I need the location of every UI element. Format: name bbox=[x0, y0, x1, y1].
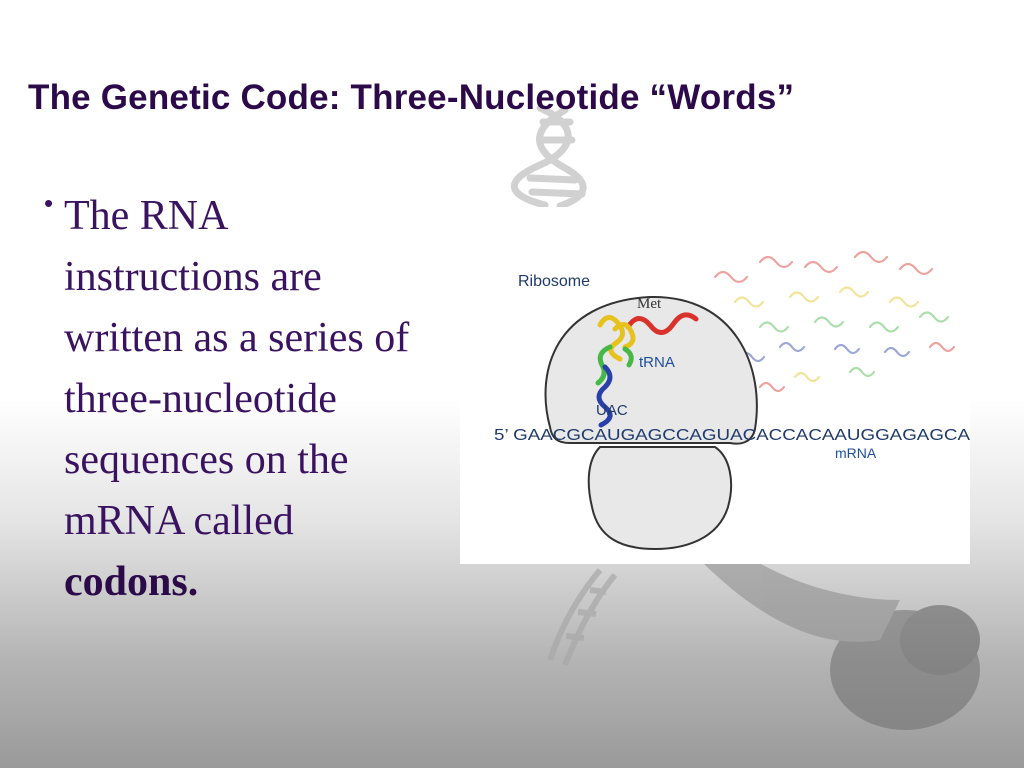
free-trna-cloud bbox=[713, 250, 956, 393]
ribosome-silhouette-decoration bbox=[700, 545, 980, 730]
dna-helix-decoration bbox=[510, 104, 587, 210]
anticodon-label: UAC bbox=[596, 402, 628, 419]
ribosome-label: Ribosome bbox=[518, 273, 590, 290]
bullet-item: • The RNA instructions are written as a … bbox=[44, 186, 424, 613]
met-label: Met bbox=[637, 296, 662, 312]
ribosome-large-subunit bbox=[544, 295, 758, 445]
bullet-marker: • bbox=[44, 188, 54, 218]
dna-helix-lower-decoration bbox=[547, 568, 618, 667]
bullet-emphasis: codons. bbox=[64, 559, 199, 605]
trna-molecule bbox=[595, 312, 699, 428]
ribosome-small-subunit bbox=[587, 446, 733, 551]
bullet-text: The RNA instructions are written as a se… bbox=[64, 193, 410, 544]
mrna-sequence: 5’ GAACGCAUGAGCCAGUACACCACAAUGGAGAGCA bbox=[494, 427, 970, 444]
trna-label: tRNA bbox=[639, 354, 675, 371]
bullet-paragraph: The RNA instructions are written as a se… bbox=[64, 186, 424, 613]
slide-title: The Genetic Code: Three-Nucleotide “Word… bbox=[28, 78, 795, 117]
translation-figure: Ribosome Met tRNA UAC 5’ GAACGCAUGAGCCAG… bbox=[460, 207, 970, 564]
mrna-label: mRNA bbox=[835, 445, 877, 461]
